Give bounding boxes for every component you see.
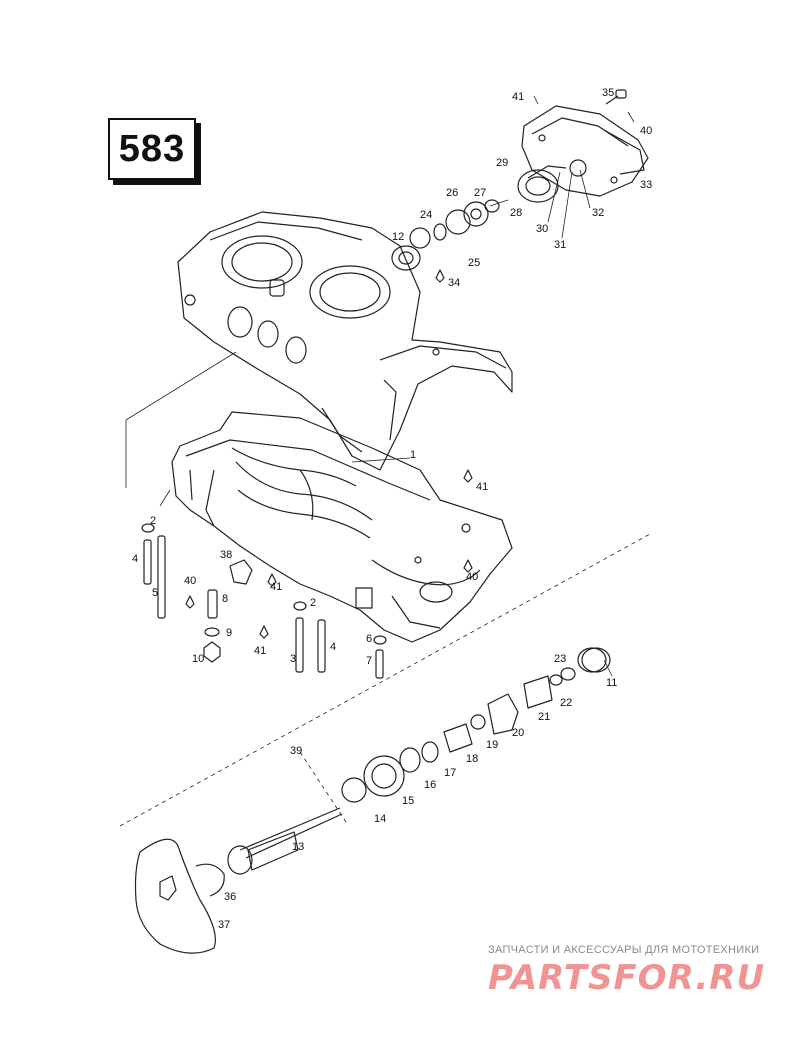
callout-c1: 1 — [410, 449, 416, 461]
callout-c9: 9 — [226, 627, 232, 639]
callout-c21: 21 — [538, 711, 550, 723]
callout-c40c: 40 — [466, 571, 478, 583]
callout-c41d: 41 — [254, 645, 266, 657]
callout-c4b: 4 — [330, 641, 336, 653]
callout-c11: 11 — [606, 677, 617, 689]
callout-c15: 15 — [402, 795, 414, 807]
callout-c5: 5 — [152, 587, 158, 599]
callout-c22: 22 — [560, 697, 572, 709]
callout-c26: 26 — [446, 187, 458, 199]
callout-c23: 23 — [554, 653, 566, 665]
callout-c28: 28 — [510, 207, 522, 219]
callout-c17: 17 — [444, 767, 456, 779]
callout-c10: 10 — [192, 653, 204, 665]
callout-c35: 35 — [602, 87, 614, 99]
leader-lines — [119, 95, 651, 827]
callout-c18: 18 — [466, 753, 478, 765]
callout-c38: 38 — [220, 549, 232, 561]
callout-c19: 19 — [486, 739, 498, 751]
callout-c39: 39 — [290, 745, 302, 757]
callout-c4a: 4 — [132, 553, 138, 565]
callout-c36: 36 — [224, 891, 236, 903]
callout-c29: 29 — [496, 157, 508, 169]
callout-c40b: 40 — [184, 575, 196, 587]
callout-c31: 31 — [554, 239, 566, 251]
callout-c34: 34 — [448, 277, 460, 289]
rotary-valve-shaft-parts — [391, 199, 500, 283]
callout-c40a: 40 — [640, 125, 652, 137]
callout-c30: 30 — [536, 223, 548, 235]
callout-c20: 20 — [512, 727, 524, 739]
watermark-subtitle: ЗАПЧАСТИ И АКСЕССУАРЫ ДЛЯ МОТОТЕХНИКИ — [488, 944, 760, 956]
callout-c41c: 41 — [270, 581, 282, 593]
callout-c2b: 2 — [310, 597, 316, 609]
callout-c16: 16 — [424, 779, 436, 791]
callout-c24: 24 — [420, 209, 432, 221]
callout-c6: 6 — [366, 633, 372, 645]
callout-c41a: 41 — [512, 91, 524, 103]
lower-crankcase — [171, 411, 513, 643]
callout-c33: 33 — [640, 179, 652, 191]
rotary-valve-cover — [517, 89, 649, 203]
callout-c13: 13 — [292, 841, 304, 853]
watermark-logo: PARTSFOR.RU — [488, 958, 766, 998]
page-number-plate: 583 — [108, 118, 196, 180]
callout-c41b: 41 — [476, 481, 488, 493]
callout-c25: 25 — [468, 257, 480, 269]
callout-c2a: 2 — [150, 515, 156, 527]
upper-crankcase — [177, 211, 513, 471]
callout-c37: 37 — [218, 919, 230, 931]
fasteners-left — [141, 469, 473, 679]
callout-c8: 8 — [222, 593, 228, 605]
callout-c27: 27 — [474, 187, 486, 199]
callout-c12: 12 — [392, 231, 404, 243]
output-shaft-assembly — [134, 647, 611, 954]
plate-number: 583 — [118, 128, 186, 170]
callout-c3: 3 — [290, 653, 296, 665]
callout-c7: 7 — [366, 655, 372, 667]
callout-c14: 14 — [374, 813, 386, 825]
callout-c32: 32 — [592, 207, 604, 219]
